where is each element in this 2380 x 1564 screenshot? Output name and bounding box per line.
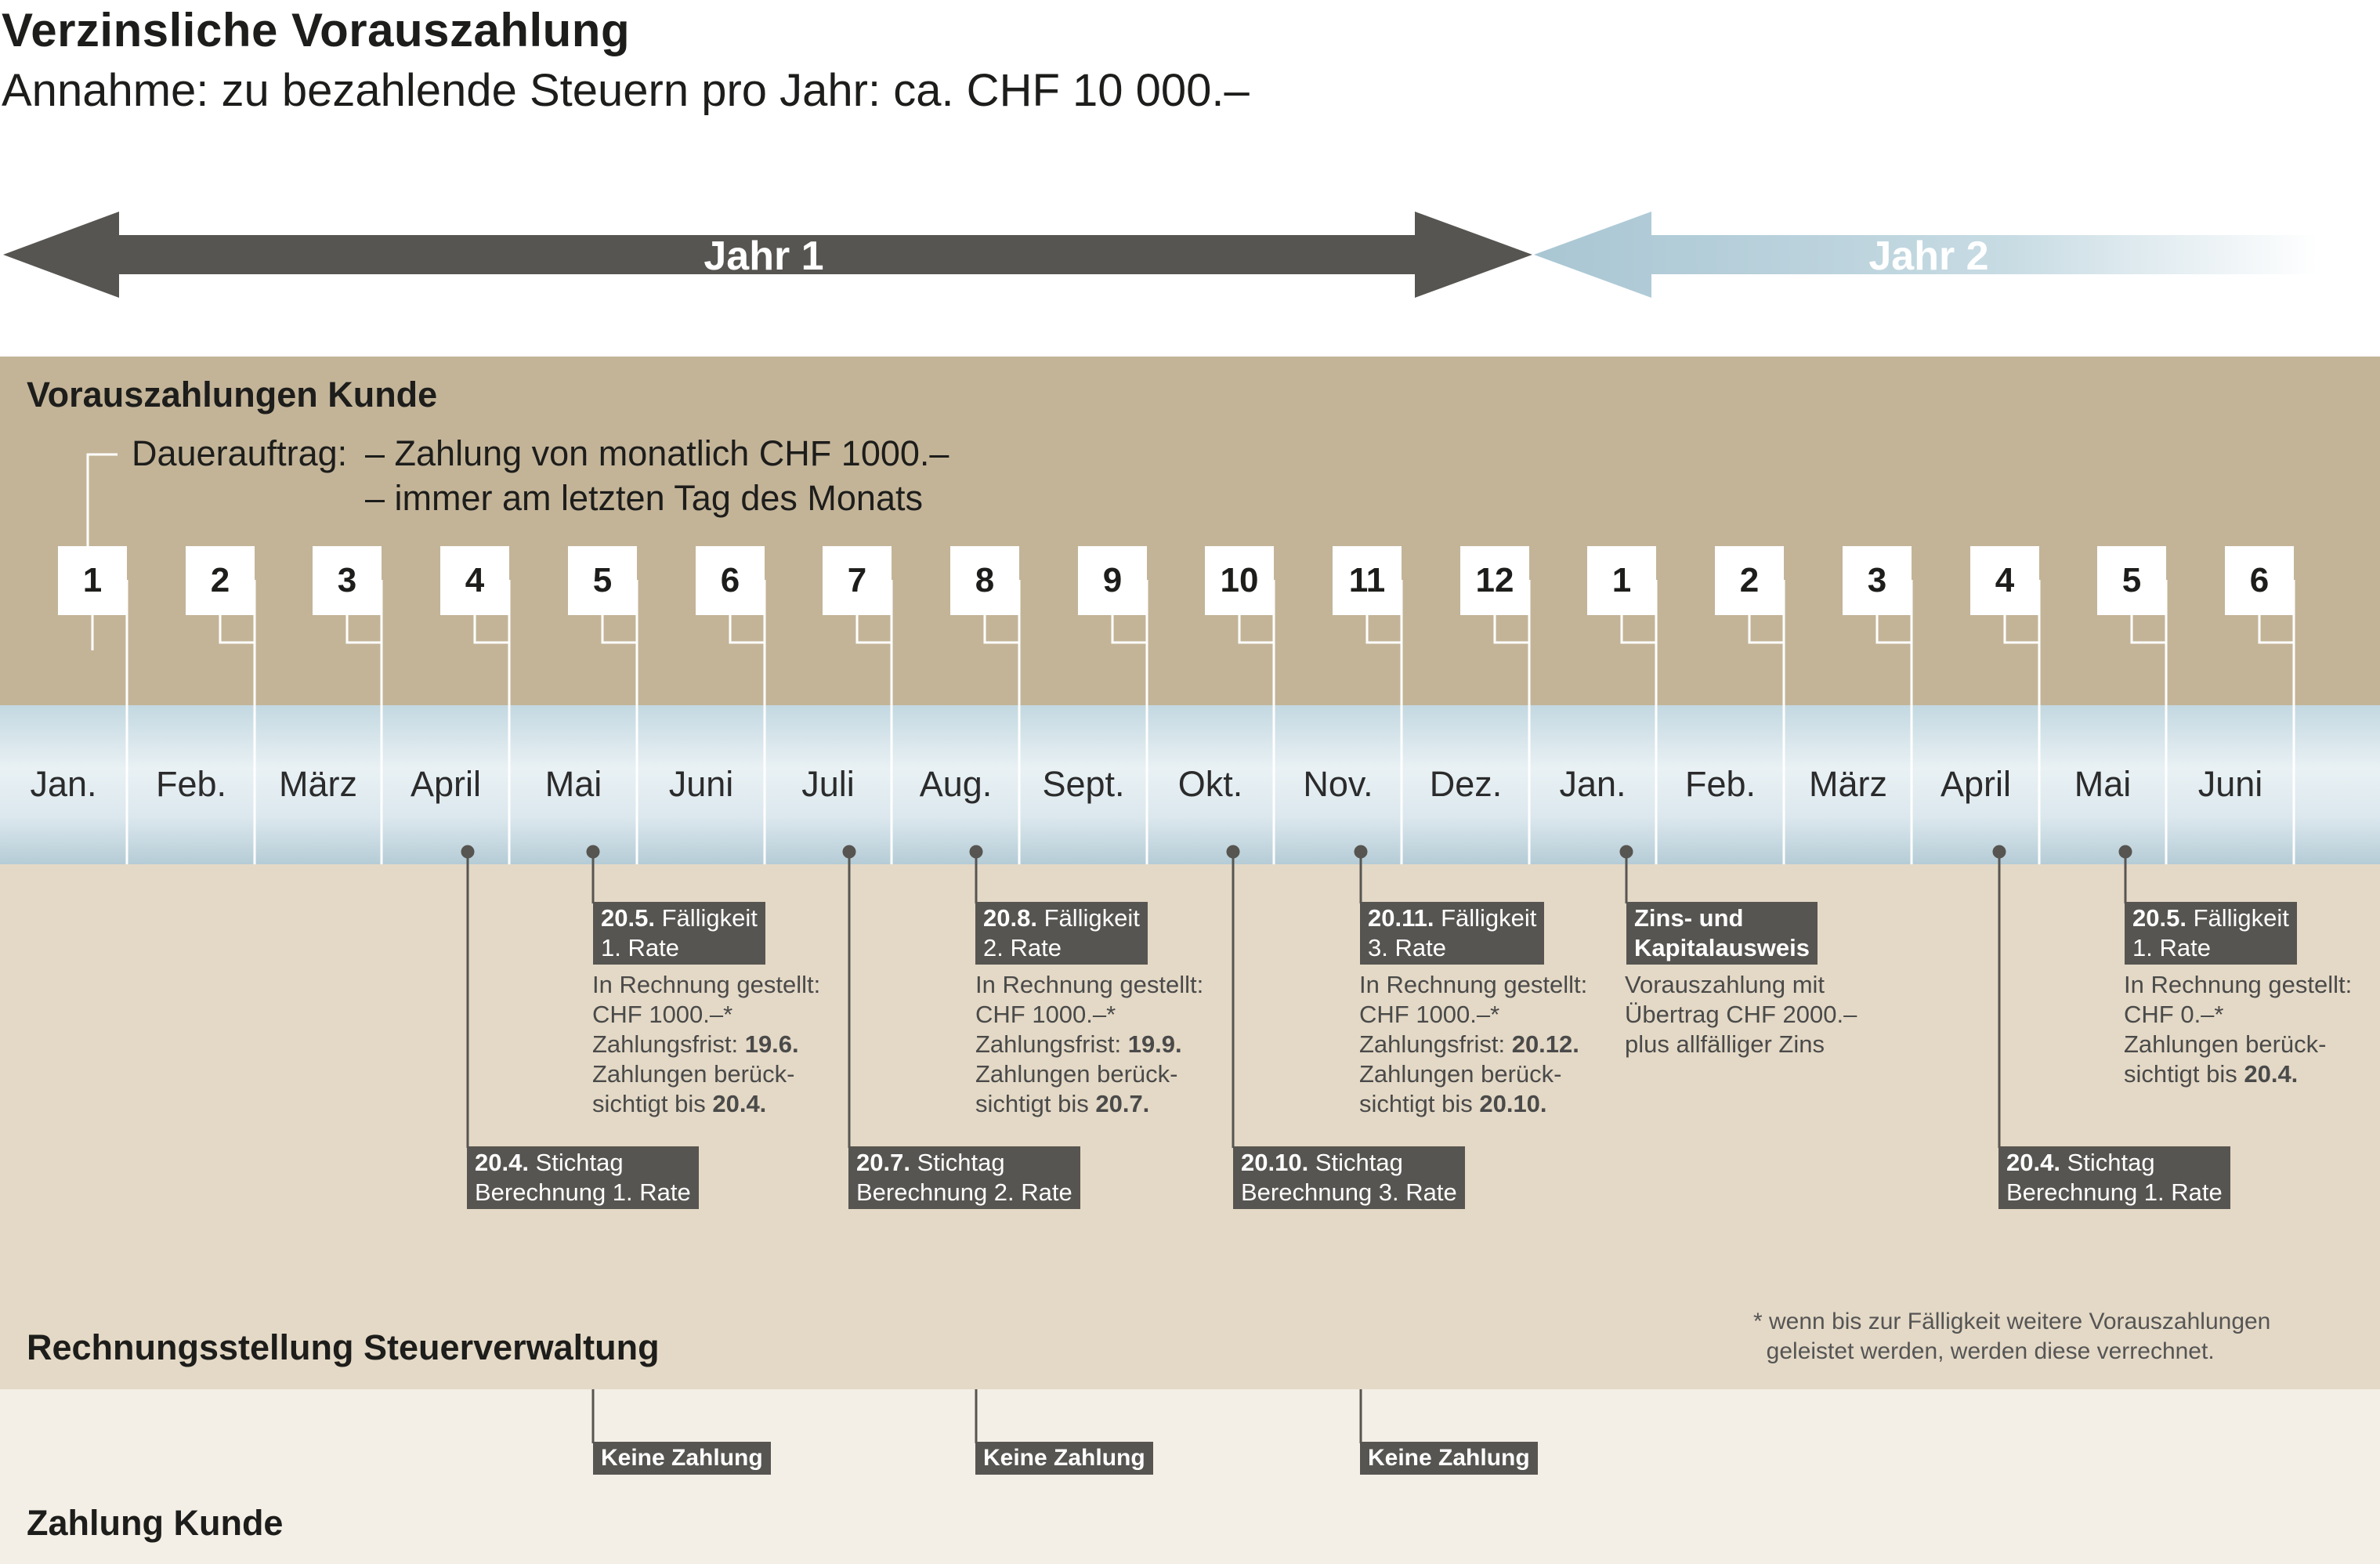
payment-number-box: 11 <box>1333 546 1402 615</box>
billing-section-label: Rechnungsstellung Steuerverwaltung <box>27 1327 660 1367</box>
month-label: Sept. <box>1042 764 1125 804</box>
number-connector <box>2258 615 2294 644</box>
cutoff-box-rate-1-year2: 20.4. Stichtag Berechnung 1. Rate <box>1998 1146 2230 1209</box>
payment-number-box: 6 <box>696 546 765 615</box>
month-label: Dez. <box>1429 764 1503 804</box>
month-label: Feb. <box>1684 764 1756 804</box>
year2-label: Jahr 2 <box>1868 234 1988 279</box>
no-payment-box-1: Keine Zahlung <box>593 1442 771 1475</box>
number-connector <box>219 615 255 644</box>
month-label: April <box>410 764 482 804</box>
billing-band <box>0 864 2380 1389</box>
cutoff-box-rate-2: 20.7. Stichtag Berechnung 2. Rate <box>848 1146 1080 1209</box>
due-info-rate-1-year2: In Rechnung gestellt:CHF 0.–* Zahlungen … <box>2124 971 2353 1088</box>
payment-number-box: 4 <box>1970 546 2039 615</box>
payment-section-label: Zahlung Kunde <box>27 1503 284 1543</box>
due-box-rate-1: 20.5. Fälligkeit 1. Rate <box>593 902 765 965</box>
month-label: Juli <box>801 764 855 804</box>
year-arrows: Jahr 1 Jahr 2 <box>3 212 2319 298</box>
months-band <box>0 705 2380 864</box>
standing-order-label: Dauerauftrag: <box>132 433 348 473</box>
month-label: Jan. <box>30 764 97 804</box>
month-label: Jan. <box>1559 764 1626 804</box>
diagram-subtitle: Annahme: zu bezahlende Steuern pro Jahr:… <box>2 65 1250 116</box>
no-payment-box-3: Keine Zahlung <box>1360 1442 1538 1475</box>
number-connector <box>1620 615 1656 644</box>
payment-number-box: 5 <box>568 546 637 615</box>
due-info-rate-1: In Rechnung gestellt:CHF 1000.–* Zahlung… <box>592 971 821 1117</box>
year1-label: Jahr 1 <box>704 234 823 279</box>
number-connector <box>1748 615 1784 644</box>
standing-order-line-2: – immer am letzten Tag des Monats <box>365 478 923 518</box>
due-info-rate-3: In Rechnung gestellt:CHF 1000.–* Zahlung… <box>1359 971 1588 1117</box>
number-connector <box>1238 615 1274 644</box>
payment-number-box: 8 <box>950 546 1019 615</box>
prepayments-band <box>0 357 2380 705</box>
standing-order-line-1: – Zahlung von monatlich CHF 1000.– <box>365 433 949 473</box>
payment-number-box: 1 <box>1587 546 1656 615</box>
number-connector <box>601 615 637 644</box>
prepayments-section-label: Vorauszahlungen Kunde <box>27 375 438 415</box>
month-label: Juni <box>668 764 734 804</box>
month-label: Aug. <box>919 764 993 804</box>
number-connector <box>983 615 1019 644</box>
number-connector <box>729 615 765 644</box>
no-payment-box-2: Keine Zahlung <box>975 1442 1153 1475</box>
month-label: Nov. <box>1303 764 1373 804</box>
payment-number-box: 6 <box>2225 546 2294 615</box>
payment-number-box: 5 <box>2097 546 2166 615</box>
month-label: Mai <box>544 764 602 804</box>
number-connector <box>1875 615 1912 644</box>
payment-number-box: 3 <box>1843 546 1912 615</box>
month-label: März <box>279 764 357 804</box>
payment-band <box>0 1389 2380 1564</box>
payment-number-box: 2 <box>1715 546 1784 615</box>
month-label: März <box>1809 764 1887 804</box>
month-label: Feb. <box>155 764 227 804</box>
payment-number-box: 9 <box>1078 546 1147 615</box>
month-label: Mai <box>2074 764 2132 804</box>
cutoff-box-rate-1: 20.4. Stichtag Berechnung 1. Rate <box>467 1146 699 1209</box>
number-connector <box>2130 615 2166 644</box>
payment-number-box: 7 <box>823 546 892 615</box>
payment-number-box: 4 <box>440 546 509 615</box>
month-label: April <box>1940 764 2012 804</box>
due-box-rate-1-year2: 20.5. Fälligkeit 1. Rate <box>2125 902 2297 965</box>
number-connector <box>345 615 382 644</box>
due-box-rate-3: 20.11. Fälligkeit 3. Rate <box>1360 902 1545 965</box>
footnote: * wenn bis zur Fälligkeit weitere Voraus… <box>1753 1309 2271 1364</box>
number-connector <box>855 615 892 644</box>
due-box-interest-statement: Zins- und Kapitalausweis <box>1626 902 1818 965</box>
number-connector <box>1111 615 1147 644</box>
payment-number-box: 10 <box>1205 546 1274 615</box>
payment-number-box: 1 <box>58 546 127 615</box>
number-connector <box>473 615 509 644</box>
due-box-rate-2: 20.8. Fälligkeit 2. Rate <box>975 902 1148 965</box>
payment-number-box: 12 <box>1460 546 1529 615</box>
number-connector <box>2003 615 2039 644</box>
year1-arrow <box>3 212 1532 298</box>
payment-number-box: 2 <box>186 546 255 615</box>
number-connector <box>1365 615 1402 644</box>
due-info-rate-2: In Rechnung gestellt:CHF 1000.–* Zahlung… <box>975 971 1204 1117</box>
year2-arrow <box>1534 212 2319 298</box>
number-connector <box>1493 615 1529 644</box>
month-label: Juni <box>2197 764 2263 804</box>
cutoff-box-rate-3: 20.10. Stichtag Berechnung 3. Rate <box>1233 1146 1465 1209</box>
diagram-title: Verzinsliche Vorauszahlung <box>2 4 631 56</box>
payment-number-box: 3 <box>313 546 382 615</box>
month-label: Okt. <box>1177 764 1243 804</box>
